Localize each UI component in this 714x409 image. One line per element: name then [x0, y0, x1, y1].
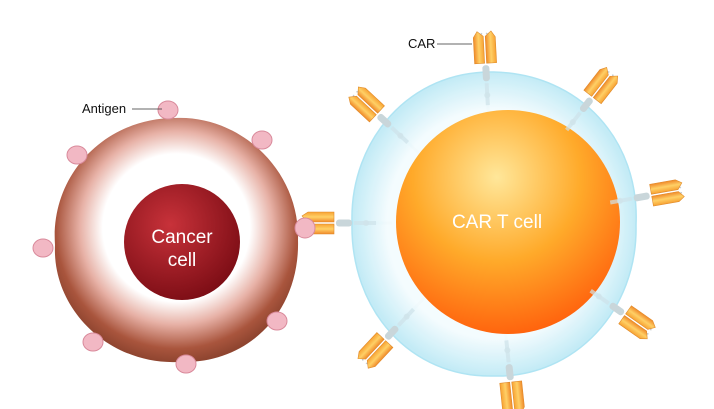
antigen — [157, 100, 179, 120]
car-label: CAR — [408, 36, 435, 51]
t-cell-nucleus — [396, 110, 620, 334]
antigen — [32, 238, 54, 258]
car-receptor — [348, 86, 410, 144]
cancer-cell-label-line1: Cancer — [151, 227, 213, 248]
cancer-nucleus — [124, 184, 240, 300]
cancer-cell-label-line2: cell — [168, 250, 197, 271]
cancer-cell: Cancer cell — [32, 100, 299, 374]
car-t-cell-label: CAR T cell — [452, 212, 542, 233]
car-receptor — [472, 30, 497, 106]
car-receptor — [609, 179, 685, 207]
antigen — [251, 130, 273, 150]
car-receptor — [589, 289, 656, 340]
antigen-group — [32, 100, 288, 374]
antigen — [82, 332, 104, 352]
antigen — [266, 311, 288, 331]
antigen — [175, 354, 197, 374]
car-receptor — [565, 67, 619, 132]
car-receptor — [357, 307, 415, 369]
antigen — [66, 145, 88, 165]
antigen-label: Antigen — [82, 101, 126, 116]
car-receptor — [499, 340, 525, 409]
car-t-cell: CAR T cell — [294, 30, 685, 409]
bound-antigen — [294, 217, 316, 239]
car-receptor-group — [294, 30, 685, 409]
